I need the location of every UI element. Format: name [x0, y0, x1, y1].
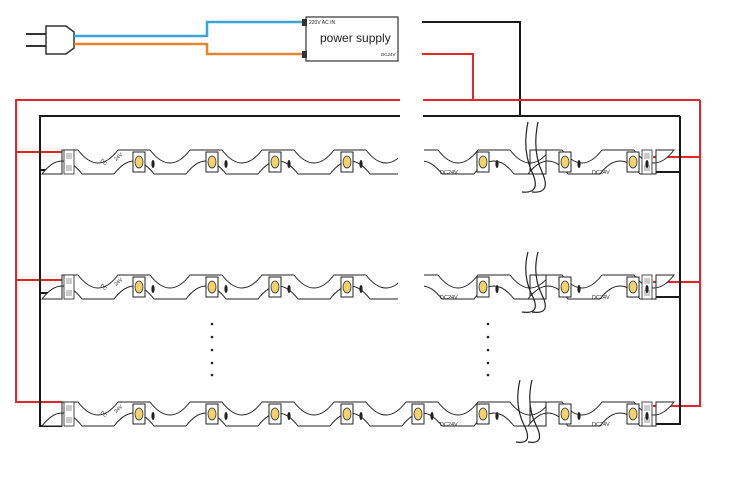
solder-dot	[66, 405, 72, 411]
smd-led	[205, 403, 219, 425]
resistor	[430, 412, 434, 420]
strip-gap	[398, 265, 424, 309]
smd-led	[268, 151, 282, 173]
smd-led	[132, 151, 146, 173]
resistor	[359, 412, 363, 420]
strip-label-dc24v: DC24V	[592, 295, 610, 301]
solder-pad-left	[63, 401, 75, 427]
continuation-dots	[210, 322, 490, 377]
strip-label-dc: DC	[99, 158, 109, 167]
strip-label-dc24v: DC24V	[592, 170, 610, 176]
resistor	[224, 285, 228, 293]
strip-label-24v: 24V	[113, 404, 124, 415]
smd-led	[132, 276, 146, 298]
resistor	[359, 160, 363, 168]
strip-label-dc24v: DC24V	[440, 170, 458, 176]
smd-led	[558, 276, 572, 298]
smd-led	[626, 403, 640, 425]
strip-label-dc24v: DC24V	[440, 295, 458, 301]
solder-dot	[644, 278, 650, 284]
smd-led	[205, 276, 219, 298]
smd-led	[626, 151, 640, 173]
resistor	[577, 285, 581, 293]
smd-led	[476, 151, 490, 173]
power-supply-output-label: DC24V	[381, 52, 396, 57]
smd-led	[132, 403, 146, 425]
resistor	[287, 412, 291, 420]
resistor	[645, 412, 649, 420]
resistor	[577, 412, 581, 420]
power-supply-input-label: 220V AC IN	[309, 20, 336, 26]
solder-dot	[66, 278, 72, 284]
resistor	[645, 285, 649, 293]
smd-led	[340, 276, 354, 298]
smd-led	[411, 403, 425, 425]
smd-led	[558, 403, 572, 425]
smd-led	[340, 151, 354, 173]
resistor	[287, 285, 291, 293]
resistor	[577, 160, 581, 168]
positive-bus	[15, 99, 701, 407]
resistor	[495, 412, 499, 420]
resistor	[645, 160, 649, 168]
psu-positive-lead	[422, 53, 474, 100]
solder-dot	[66, 153, 72, 159]
strip-label-dc: DC	[99, 410, 109, 419]
smd-led	[476, 276, 490, 298]
resistor	[224, 160, 228, 168]
resistor	[359, 285, 363, 293]
solder-dot	[644, 153, 650, 159]
smd-led	[268, 403, 282, 425]
solder-dot	[66, 417, 72, 423]
solder-dot	[644, 405, 650, 411]
ac-neutral-wire	[74, 42, 306, 56]
smd-led	[626, 276, 640, 298]
power-plug	[26, 25, 75, 55]
smd-led	[476, 403, 490, 425]
power-supply: 220V AC IN power supply DC24V	[302, 16, 399, 62]
solder-dot	[66, 165, 72, 171]
resistor	[151, 160, 155, 168]
solder-pad-left	[63, 149, 75, 175]
cut-marks	[515, 121, 546, 443]
smd-led	[340, 403, 354, 425]
smd-led	[558, 151, 572, 173]
resistor	[151, 285, 155, 293]
ac-live-wire	[74, 20, 306, 38]
smd-led	[205, 151, 219, 173]
solder-dot	[66, 290, 72, 296]
strip-label-dc: DC	[99, 283, 109, 292]
psu-negative-lead	[422, 21, 521, 116]
power-supply-title: power supply	[320, 31, 391, 45]
strip-label-24v: 24V	[113, 277, 124, 288]
smd-led	[268, 276, 282, 298]
strip-label-dc24v: DC24V	[440, 422, 458, 428]
resistor	[151, 412, 155, 420]
strip-label-24v: 24V	[113, 152, 124, 163]
resistor	[495, 160, 499, 168]
solder-pad-left	[63, 274, 75, 300]
resistor	[495, 285, 499, 293]
resistor	[287, 160, 291, 168]
strip-label-dc24v: DC24V	[592, 422, 610, 428]
resistor	[224, 412, 228, 420]
strip-gap	[398, 140, 424, 184]
